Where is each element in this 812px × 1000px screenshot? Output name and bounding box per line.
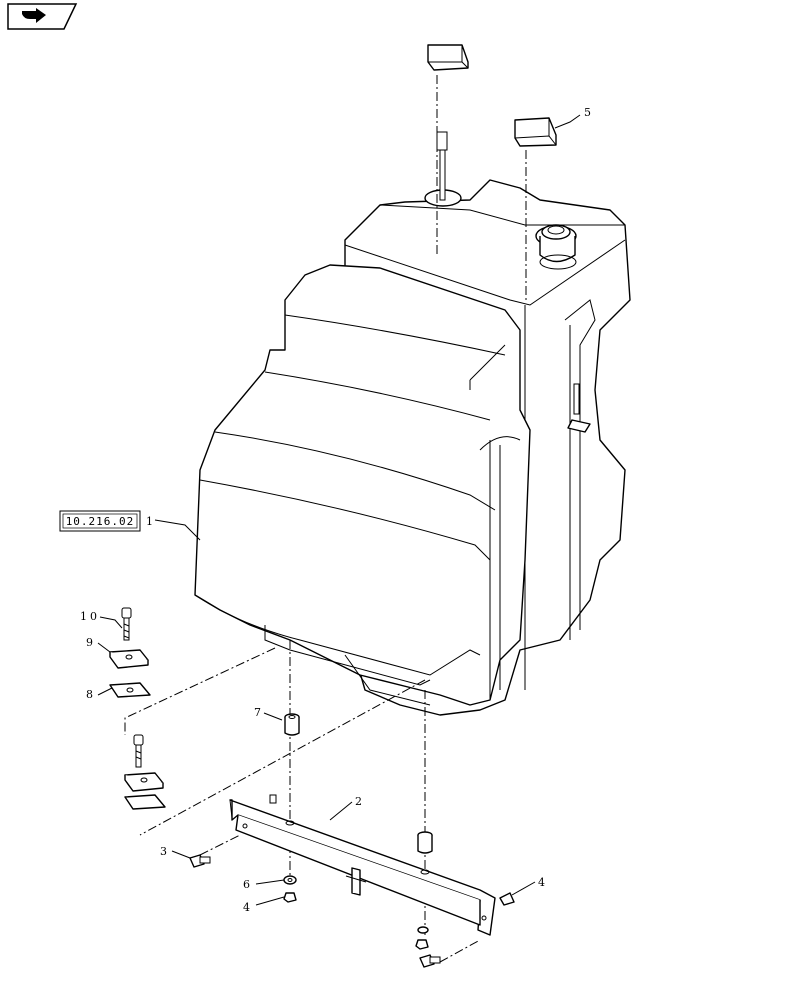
mounting-strap-2 xyxy=(229,794,496,936)
washer-lower-right xyxy=(415,926,429,950)
shim-8 xyxy=(109,682,151,698)
fuel-tank xyxy=(194,131,631,716)
callout-5: 5 xyxy=(584,106,591,119)
next-page-arrow-icon[interactable] xyxy=(7,3,78,30)
callout-3: 3 xyxy=(160,845,167,858)
shim-lower-left xyxy=(124,794,166,810)
bolt-lower-right xyxy=(419,954,441,968)
bolt-4-right xyxy=(499,892,515,906)
nut-4 xyxy=(283,892,297,903)
callout-4-right: 4 xyxy=(538,876,545,889)
callout-4-left: 4 xyxy=(243,901,250,914)
bolt-lower-left xyxy=(133,734,144,768)
bolt-10 xyxy=(121,607,132,641)
washer-9 xyxy=(109,649,149,669)
spacer-right xyxy=(417,831,433,854)
callout-1: 1 xyxy=(146,515,153,528)
callout-9: 9 xyxy=(86,636,93,649)
callout-7: 7 xyxy=(254,706,261,719)
spacer-7 xyxy=(284,713,300,736)
reference-label: 10.216.02 xyxy=(66,515,135,528)
washer-lower-left xyxy=(124,772,164,792)
washer-6 xyxy=(283,875,297,885)
bolt-3 xyxy=(189,854,211,868)
callout-6: 6 xyxy=(243,878,250,891)
reference-box[interactable]: 10.216.02 xyxy=(59,510,141,532)
rubber-pad-top xyxy=(427,44,469,71)
rubber-pad-5 xyxy=(514,117,557,147)
leader-lines xyxy=(97,114,581,906)
callout-8: 8 xyxy=(86,688,93,701)
callout-10: 10 xyxy=(80,610,100,623)
callout-2: 2 xyxy=(355,795,362,808)
